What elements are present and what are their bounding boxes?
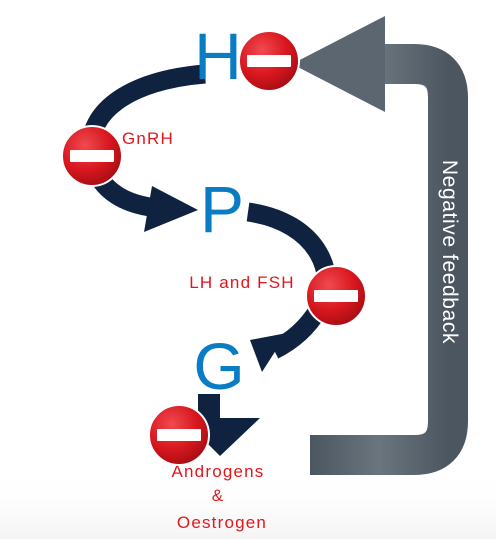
- ampersand-label: &: [212, 486, 225, 505]
- floor-reflection: [0, 470, 496, 539]
- pituitary-letter: P: [200, 172, 244, 246]
- lh-fsh-label: LH and FSH: [189, 273, 295, 292]
- feedback-arrow-icon: [292, 16, 468, 475]
- no-entry-icon: [148, 404, 210, 466]
- no-entry-icon: [61, 125, 123, 187]
- oestrogen-label: Oestrogen: [177, 513, 267, 532]
- gnrh-label: GnRH: [122, 129, 174, 148]
- no-entry-icon: [305, 265, 367, 327]
- no-entry-icon: [238, 30, 300, 92]
- negative-feedback-label: Negative feedback: [438, 160, 461, 344]
- androgens-label: Androgens: [171, 462, 264, 481]
- gonads-letter: G: [193, 329, 244, 403]
- hypothalamus-letter: H: [194, 19, 242, 93]
